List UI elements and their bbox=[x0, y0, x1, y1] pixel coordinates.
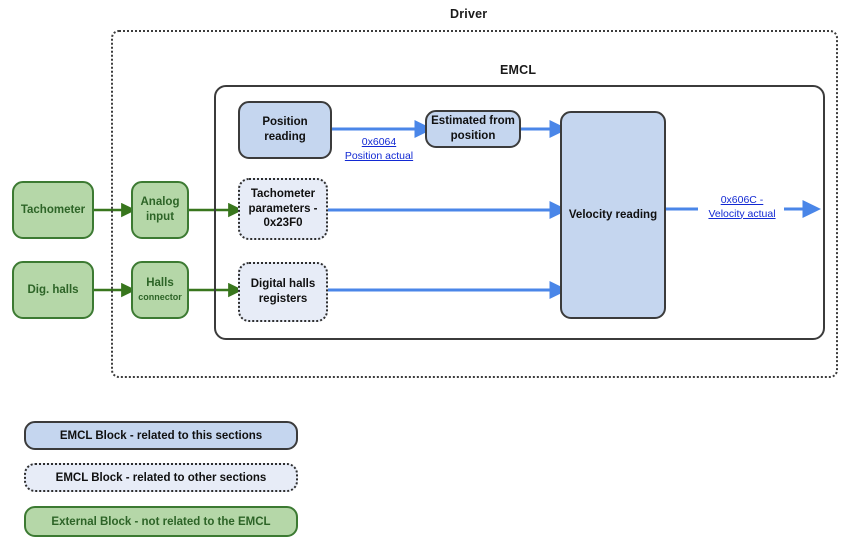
edge-label-position-actual-name: Position actual bbox=[344, 149, 414, 162]
edge-label-velocity-actual-name: Velocity actual bbox=[708, 207, 776, 220]
node-estimated-from-position[interactable]: Estimated from position bbox=[425, 110, 521, 148]
container-emcl-title: EMCL bbox=[500, 63, 537, 77]
node-tachometer-label: Tachometer bbox=[20, 203, 86, 216]
node-analog-input-label: Analog input bbox=[140, 196, 180, 223]
legend-item-external-block-label: External Block - not related to the EMCL bbox=[51, 515, 271, 528]
node-halls-connector[interactable]: Halls connector bbox=[131, 261, 189, 319]
node-estimated-from-position-label: Estimated from position bbox=[431, 115, 515, 142]
node-digital-halls-registers-label: Digital halls registers bbox=[250, 278, 316, 305]
edge-label-position-actual[interactable]: 0x6064 Position actual bbox=[334, 136, 424, 163]
node-halls-connector-label: Halls bbox=[146, 277, 174, 290]
node-tachometer[interactable]: Tachometer bbox=[12, 181, 94, 239]
container-driver-title: Driver bbox=[450, 7, 488, 21]
node-digital-halls-registers[interactable]: Digital halls registers bbox=[238, 262, 328, 322]
legend-item-emcl-this-section: EMCL Block - related to this sections bbox=[24, 421, 298, 450]
node-halls-connector-sublabel: connector bbox=[138, 292, 182, 303]
edge-label-velocity-actual[interactable]: 0x606C - Velocity actual bbox=[698, 194, 786, 221]
legend-item-emcl-other-sections: EMCL Block - related to other sections bbox=[24, 463, 298, 492]
container-driver bbox=[111, 30, 838, 378]
legend-item-external-block: External Block - not related to the EMCL bbox=[24, 506, 298, 537]
container-emcl bbox=[214, 85, 825, 340]
edge-label-position-actual-index: 0x6064 bbox=[361, 136, 397, 148]
node-analog-input[interactable]: Analog input bbox=[131, 181, 189, 239]
edge-label-velocity-actual-index: 0x606C - bbox=[720, 194, 764, 206]
node-tachometer-parameters-label: Tachometer parameters - 0x23F0 bbox=[248, 187, 318, 230]
node-position-reading[interactable]: Position reading bbox=[238, 101, 332, 159]
node-dig-halls[interactable]: Dig. halls bbox=[12, 261, 94, 319]
legend-item-emcl-this-section-label: EMCL Block - related to this sections bbox=[59, 429, 263, 442]
legend-item-emcl-other-sections-label: EMCL Block - related to other sections bbox=[55, 471, 267, 484]
node-velocity-reading-label: Velocity reading bbox=[568, 208, 658, 221]
node-tachometer-parameters[interactable]: Tachometer parameters - 0x23F0 bbox=[238, 178, 328, 240]
node-dig-halls-label: Dig. halls bbox=[27, 283, 79, 296]
node-position-reading-label: Position reading bbox=[262, 116, 308, 143]
node-velocity-reading[interactable]: Velocity reading bbox=[560, 111, 666, 319]
